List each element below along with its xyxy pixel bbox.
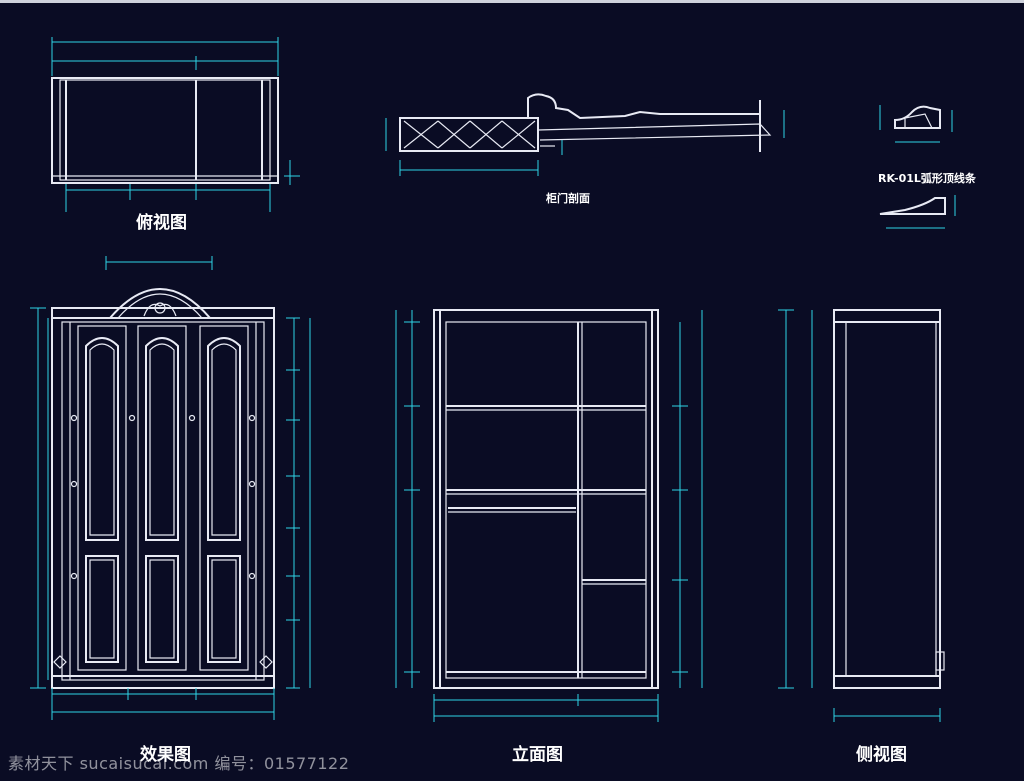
side-view-title: 侧视图 — [856, 744, 907, 765]
watermark-text: 素材天下 sucaisucai.com 编号：01577122 — [8, 754, 350, 773]
elevation-drawing — [395, 309, 703, 722]
watermark-bar: 素材天下 sucaisucai.com 编号：01577122 — [0, 742, 1024, 781]
elevation-title: 立面图 — [512, 744, 563, 765]
effect-view-drawing — [30, 256, 311, 720]
door-section-drawing — [385, 93, 785, 176]
molding-title: RK-01L弧形顶线条 — [878, 171, 977, 185]
molding-profile-drawing — [879, 105, 956, 229]
effect-view-title: 效果图 — [140, 744, 191, 765]
side-view-drawing — [778, 309, 945, 722]
top-view-title: 俯视图 — [136, 212, 187, 233]
section-title: 柜门剖面 — [545, 191, 590, 205]
window-top-border — [0, 0, 1024, 3]
top-view-drawing — [51, 37, 300, 212]
